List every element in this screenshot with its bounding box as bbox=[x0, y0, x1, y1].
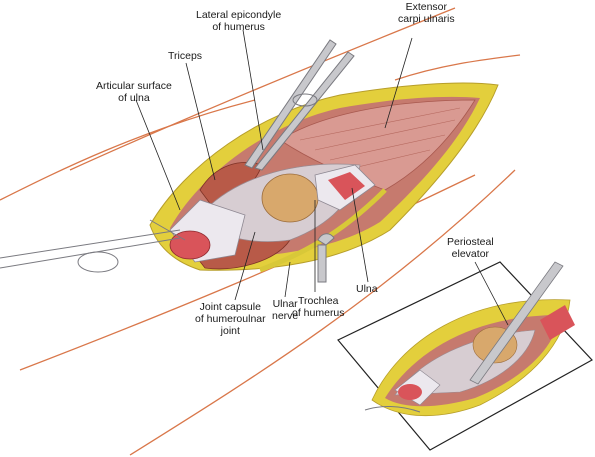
skin-contours bbox=[0, 7, 521, 456]
label-articular-line2: of ulna bbox=[118, 92, 150, 104]
forceps-left bbox=[0, 219, 186, 273]
label-extensor-line1: Extensor bbox=[405, 1, 448, 13]
label-ulna-line1: Ulna bbox=[356, 283, 378, 295]
label-ulnar-nerve-line1: Ulnar bbox=[272, 298, 298, 310]
label-lateral-epicondyle: Lateral epicondyle of humerus bbox=[196, 9, 281, 33]
label-trochlea-line1: Trochlea bbox=[298, 295, 339, 307]
label-periosteal-line2: elevator bbox=[451, 248, 490, 260]
leader-lines bbox=[135, 29, 509, 326]
label-joint-capsule-line3: joint bbox=[220, 325, 240, 337]
label-triceps-line1: Triceps bbox=[168, 50, 203, 62]
label-joint-capsule: Joint capsule of humeroulnar joint bbox=[195, 301, 266, 337]
label-articular-surface: Articular surface of ulna bbox=[96, 80, 172, 104]
retractor-top bbox=[244, 39, 355, 171]
label-trochlea: Trochlea of humerus bbox=[292, 295, 345, 319]
label-extensor-line2: carpi ulnaris bbox=[398, 13, 455, 25]
label-joint-capsule-line2: of humeroulnar bbox=[195, 313, 266, 325]
label-ulnar-nerve-line2: nerve bbox=[272, 310, 299, 322]
label-articular-line1: Articular surface bbox=[96, 80, 172, 92]
label-periosteal-elevator: Periosteal elevator bbox=[447, 236, 494, 260]
label-trochlea-line2: of humerus bbox=[292, 307, 345, 319]
label-lateral-epicondyle-line2: of humerus bbox=[212, 21, 265, 33]
humerus-bone bbox=[314, 164, 376, 211]
label-ulna: Ulna bbox=[356, 283, 378, 295]
retractor-vertical bbox=[317, 233, 335, 283]
label-lateral-epicondyle-line1: Lateral epicondyle bbox=[196, 9, 282, 21]
label-joint-capsule-line1: Joint capsule bbox=[199, 301, 261, 313]
label-periosteal-line1: Periosteal bbox=[447, 236, 494, 248]
inset-panel bbox=[337, 261, 593, 451]
label-ulnar-nerve: Ulnar nerve bbox=[272, 298, 298, 322]
trochlea-head bbox=[261, 173, 319, 223]
label-extensor-carpi-ulnaris: Extensor carpi ulnaris bbox=[398, 1, 455, 25]
label-triceps: Triceps bbox=[168, 50, 202, 62]
